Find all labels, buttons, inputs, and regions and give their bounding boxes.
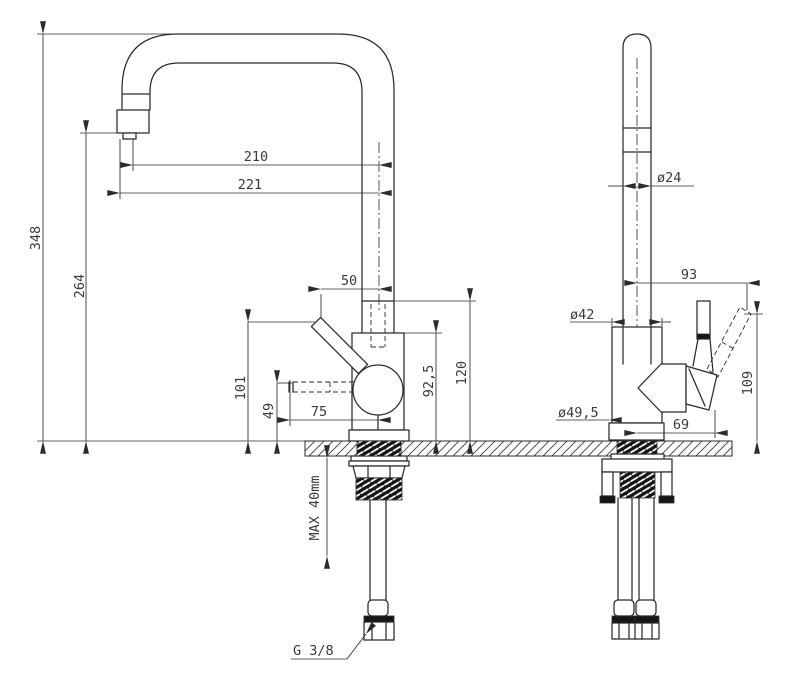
- handle-hub: [685, 365, 718, 411]
- dim-g38-label: G 3/8: [293, 643, 334, 659]
- bracket-leg-right: [660, 471, 673, 497]
- dim-348-label: 348: [28, 226, 44, 250]
- faucet-body: [288, 304, 410, 442]
- washer: [350, 455, 408, 462]
- side-body: [608, 300, 752, 441]
- dim-max-counter-thickness: MAX 40mm: [307, 445, 330, 569]
- dim-264-label: 264: [72, 274, 88, 298]
- dim-69-label: 69: [673, 417, 689, 433]
- dim-handle-offset: 50: [308, 273, 392, 292]
- extension-lines: [37, 33, 763, 442]
- bracket-crossbar: [601, 458, 673, 473]
- handle-lever: [310, 316, 369, 375]
- dim-120-label: 120: [454, 361, 470, 385]
- dim-49-label: 49: [261, 403, 277, 419]
- dim-side-handle-reach: 93: [624, 267, 760, 286]
- dim-109-label: 109: [740, 371, 756, 395]
- handle-alt-position: [706, 306, 752, 378]
- side-mounting-hardware: [599, 453, 675, 504]
- dim-101-label: 101: [233, 376, 249, 400]
- tube-contour: [622, 33, 652, 328]
- hose2-collar: [635, 599, 657, 617]
- countertop: [304, 440, 733, 457]
- hose-collar: [367, 599, 389, 617]
- fitting-band: [363, 615, 395, 623]
- hose2-band: [634, 615, 660, 624]
- front-shank-cutout: [356, 440, 402, 457]
- dim-o42-label: ø42: [570, 307, 594, 323]
- dim-50-label: 50: [341, 273, 357, 289]
- dim-body-top-height: 92,5: [421, 320, 439, 454]
- side-supply-hoses: [611, 497, 660, 640]
- side-base-plate: [608, 422, 665, 441]
- dim-spout-reach-center: 210: [120, 149, 392, 168]
- dim-riser-joint-height: 120: [454, 288, 473, 454]
- dim-outlet-height: 264: [72, 120, 89, 454]
- side-handle-grip: [696, 300, 711, 340]
- dim-221-label: 221: [238, 177, 262, 193]
- aerator-housing: [116, 109, 150, 134]
- dim-handle-reach: 75: [277, 404, 391, 423]
- spout: [116, 33, 395, 334]
- dim-base-diameter: ø49,5: [556, 405, 622, 423]
- dim-92-5-label: 92,5: [421, 365, 437, 398]
- dim-side-handle-height: 109: [740, 301, 760, 454]
- mounting-nut: [352, 465, 406, 479]
- dim-max-40mm-label: MAX 40mm: [307, 475, 323, 540]
- dim-body-diameter: ø42: [570, 307, 671, 325]
- dim-spout-reach-outer: 221: [107, 177, 392, 196]
- dim-93-label: 93: [681, 267, 697, 283]
- bracket-leg-left: [601, 471, 614, 497]
- handle-stem-right: [709, 338, 714, 373]
- dim-75-label: 75: [311, 404, 327, 420]
- dimensions: 348 264 210 221 50 101 49 75: [28, 21, 763, 660]
- handle-hub-seam: [688, 368, 706, 407]
- handle-alt-band: [721, 341, 735, 350]
- threaded-shank: [355, 477, 403, 501]
- side-handle-band: [696, 333, 711, 340]
- side-spout-tube: [622, 33, 652, 438]
- ball-joint: [352, 364, 404, 416]
- hose2-nut: [634, 622, 660, 640]
- dim-o49-5-label: ø49,5: [558, 405, 599, 421]
- front-view: [116, 33, 410, 641]
- dim-handle-tip-height: 101: [233, 309, 251, 454]
- hose1-band: [611, 615, 637, 624]
- dim-supply-thread: G 3/8: [291, 622, 377, 660]
- aerator-tip: [122, 132, 137, 140]
- fitting-nut: [363, 621, 395, 641]
- dim-spout-tube-diameter: ø24: [608, 170, 694, 189]
- leader-g38-arrow: [346, 622, 377, 660]
- dim-overall-height: 348: [28, 21, 46, 454]
- dim-o24-label: ø24: [657, 170, 681, 186]
- hose1-collar: [613, 599, 635, 617]
- bracket-foot-right: [658, 495, 675, 504]
- nut-washer: [348, 460, 410, 467]
- base-plate: [348, 429, 410, 442]
- bracket-foot-left: [599, 495, 616, 504]
- side-view: [599, 33, 752, 640]
- front-supply-hose: [363, 499, 395, 641]
- handle-stem-left: [692, 338, 699, 367]
- dim-210-label: 210: [244, 149, 268, 165]
- dim-cartridge-height: 49: [261, 370, 280, 454]
- spout-outer-contour: [121, 33, 395, 334]
- hose1-nut: [611, 622, 637, 640]
- side-threaded-shank: [619, 471, 656, 499]
- spout-inner-contour: [149, 62, 363, 334]
- dim-valve-width: 69: [624, 417, 728, 436]
